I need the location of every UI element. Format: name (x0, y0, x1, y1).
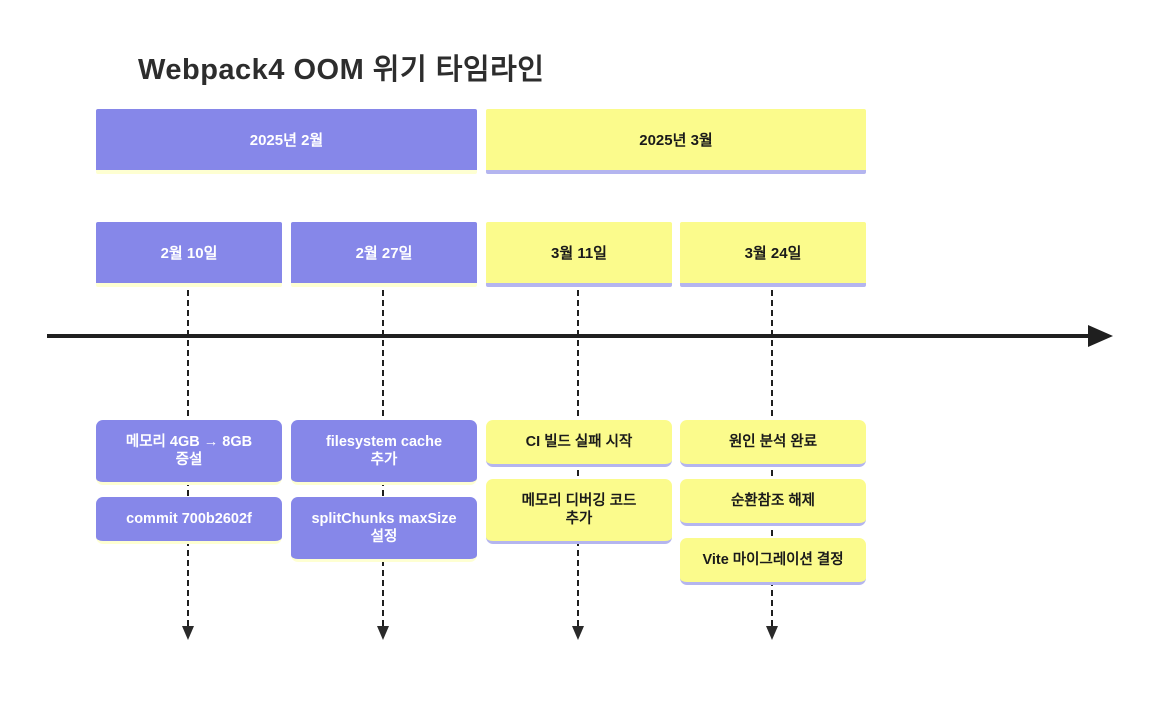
event-box: 원인 분석 완료 (680, 420, 866, 467)
down-arrowhead-icon (766, 626, 778, 640)
period-label: 2월 27일 (355, 245, 413, 262)
period-label: 3월 24일 (744, 245, 802, 262)
period-box-feb10: 2월 10일 (96, 222, 282, 287)
section-header-mar: 2025년 3월 (486, 109, 866, 174)
down-arrowhead-icon (377, 626, 389, 640)
right-arrowhead-icon (1088, 325, 1113, 347)
section-header-feb: 2025년 2월 (96, 109, 477, 174)
timeline-axis (47, 334, 1089, 338)
down-arrowhead-icon (572, 626, 584, 640)
period-box-feb27: 2월 27일 (291, 222, 477, 287)
event-column-feb27: filesystem cache 추가 splitChunks maxSize … (291, 420, 477, 562)
event-box: filesystem cache 추가 (291, 420, 477, 485)
event-column-feb10: 메모리 4GB → 8GB 증설 commit 700b2602f (96, 420, 282, 544)
period-label: 3월 11일 (551, 245, 607, 262)
event-column-mar11: CI 빌드 실패 시작 메모리 디버깅 코드 추가 (486, 420, 672, 544)
event-box: CI 빌드 실패 시작 (486, 420, 672, 467)
section-label: 2025년 3월 (639, 132, 713, 149)
page-title: Webpack4 OOM 위기 타임라인 (138, 54, 545, 86)
event-box: commit 700b2602f (96, 497, 282, 544)
section-label: 2025년 2월 (249, 132, 324, 149)
event-column-mar24: 원인 분석 완료 순환참조 해제 Vite 마이그레이션 결정 (680, 420, 866, 585)
event-box: 메모리 디버깅 코드 추가 (486, 479, 672, 544)
period-label: 2월 10일 (160, 245, 218, 262)
down-arrowhead-icon (182, 626, 194, 640)
period-box-mar11: 3월 11일 (486, 222, 672, 287)
event-box: 순환참조 해제 (680, 479, 866, 526)
event-box: 메모리 4GB → 8GB 증설 (96, 420, 282, 485)
event-box: splitChunks maxSize 설정 (291, 497, 477, 562)
period-box-mar24: 3월 24일 (680, 222, 866, 287)
event-box: Vite 마이그레이션 결정 (680, 538, 866, 585)
